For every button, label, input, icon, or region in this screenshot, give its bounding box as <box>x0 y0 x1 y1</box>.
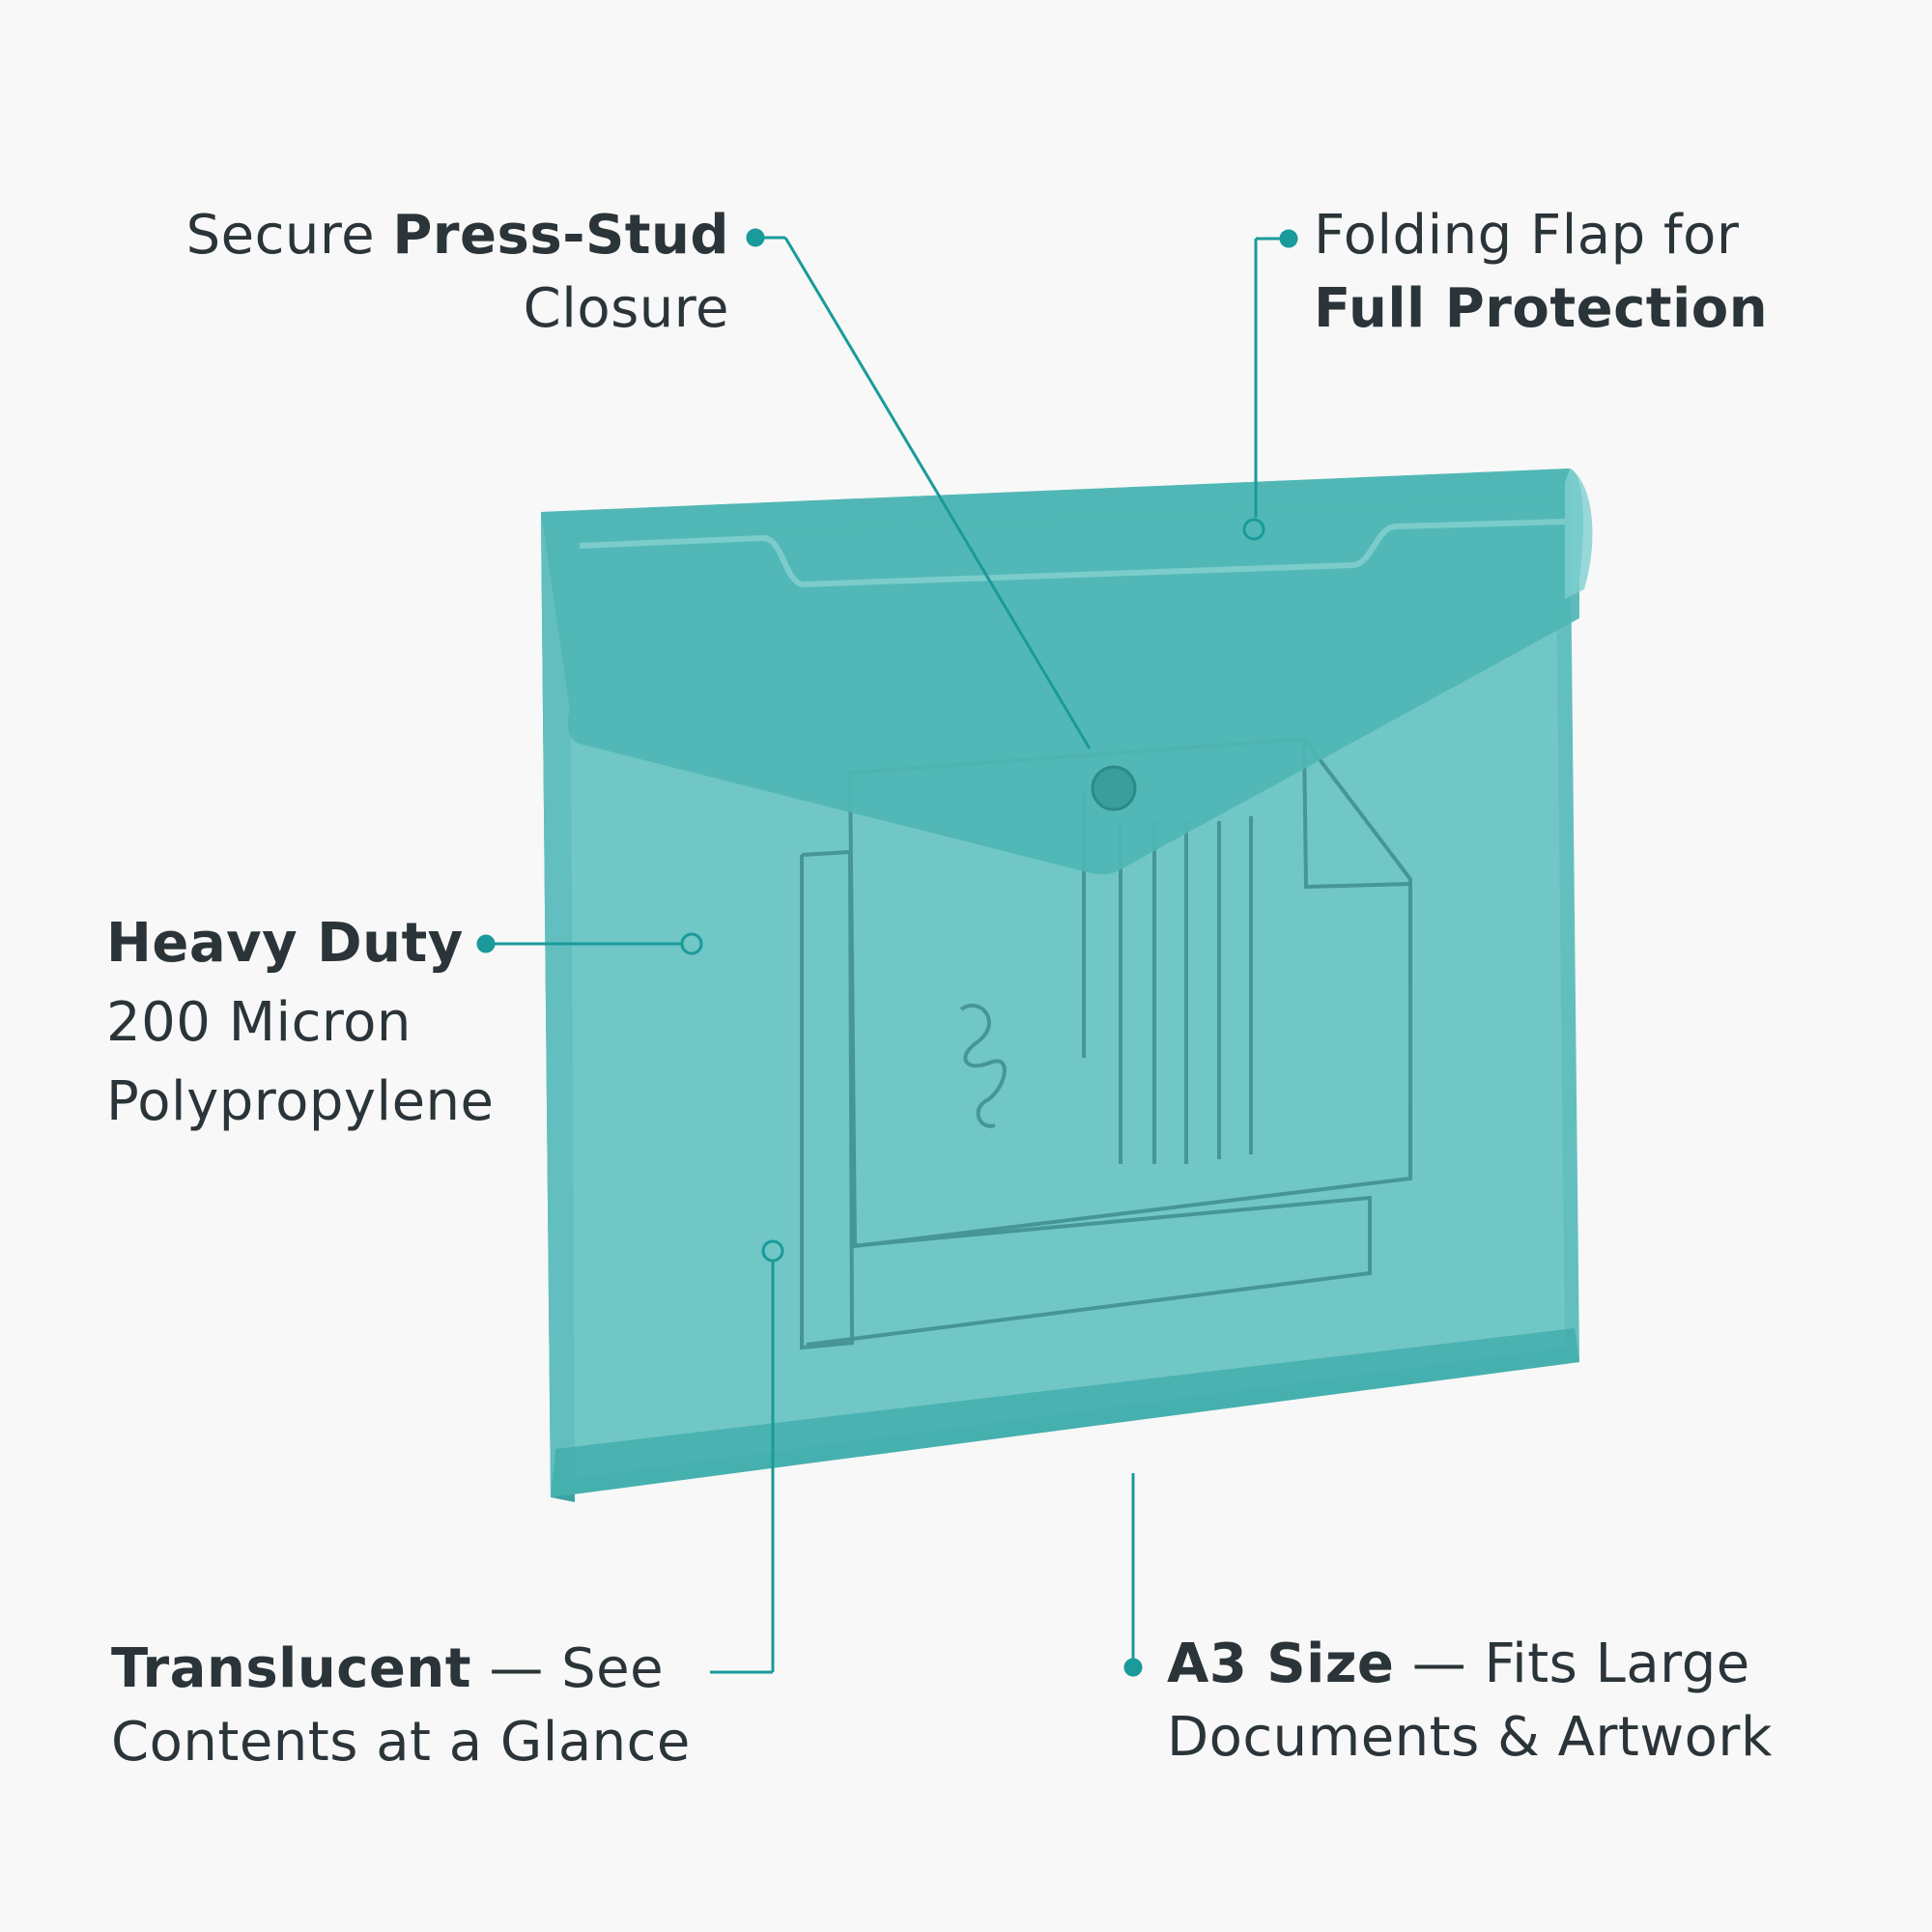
callout-press-stud-prefix: Secure <box>185 204 393 267</box>
callout-heavy-duty-bold: Heavy Duty <box>106 912 464 975</box>
press-stud-button <box>1091 765 1137 811</box>
flap-ridge <box>579 519 1566 588</box>
folder-bottom-band <box>551 1328 1579 1497</box>
callout-folding-flap-line1: Folding Flap for <box>1314 204 1740 267</box>
callout-press-stud-line2: Closure <box>523 277 729 340</box>
callout-translucent-bold: Translucent <box>111 1637 472 1700</box>
callout-translucent: Translucent — See Contents at a Glance <box>111 1633 691 1779</box>
callout-a3-size-line2: Documents & Artwork <box>1167 1706 1773 1769</box>
flap-curl <box>1565 469 1593 599</box>
callout-press-stud-line1: Secure Press-Stud <box>186 199 729 272</box>
callout-heavy-duty-line2: 200 Micron <box>106 991 412 1054</box>
callout-translucent-line2: Contents at a Glance <box>111 1711 691 1774</box>
callout-a3-size-bold: A3 Size <box>1167 1633 1395 1695</box>
callout-heavy-duty-line3: Polypropylene <box>106 1070 495 1133</box>
callout-a3-size: A3 Size — Fits Large Documents & Artwork <box>1167 1628 1773 1775</box>
callout-translucent-suffix: — See <box>471 1637 665 1700</box>
callout-press-stud: Secure Press-Stud Closure <box>186 199 729 346</box>
callout-a3-size-suffix: — Fits Large <box>1394 1633 1750 1695</box>
callout-folding-flap-bold: Full Protection <box>1314 277 1769 340</box>
callout-folding-flap: Folding Flap for Full Protection <box>1314 199 1768 346</box>
folder-flap <box>541 469 1583 875</box>
callout-heavy-duty: Heavy Duty 200 Micron Polypropylene <box>106 904 494 1142</box>
callout-lines <box>476 228 1298 1677</box>
callout-press-stud-bold: Press-Stud <box>392 204 729 267</box>
